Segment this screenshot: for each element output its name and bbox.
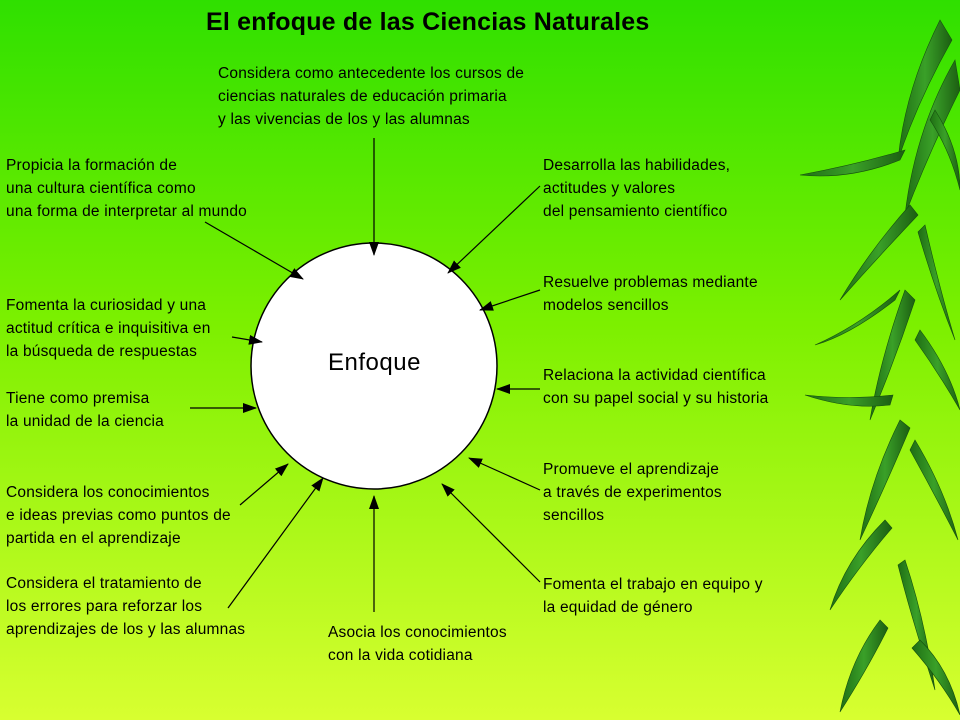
page-title: El enfoque de las Ciencias Naturales [206, 8, 650, 36]
arrow-left-4 [239, 463, 289, 506]
node-top: Considera como antecedente los cursos de… [218, 65, 525, 128]
node-left-4: Considera los conocimientos e ideas prev… [6, 484, 231, 547]
arrow-left-1 [204, 221, 304, 280]
center-label: Enfoque [328, 349, 421, 376]
node-left-1: Propicia la formación de una cultura cie… [6, 157, 247, 220]
node-right-3: Relaciona la actividad científica con su… [543, 367, 769, 407]
arrow-right-1 [447, 185, 541, 274]
node-bottom: Asocia los conocimientos con la vida cot… [328, 624, 507, 664]
bamboo-decoration [799, 19, 960, 716]
node-left-5: Considera el tratamiento de los errores … [6, 575, 246, 638]
node-left-3: Tiene como premisa la unidad de la cienc… [6, 390, 164, 430]
node-right-1: Desarrolla las habilidades, actitudes y … [543, 157, 731, 220]
arrow-right-4 [468, 457, 541, 491]
node-left-2: Fomenta la curiosidad y una actitud crít… [6, 297, 211, 360]
arrow-left-5 [227, 477, 324, 609]
node-right-5: Fomenta el trabajo en equipo y la equida… [543, 576, 763, 616]
node-right-2: Resuelve problemas mediante modelos senc… [543, 274, 758, 314]
arrow-right-5 [441, 483, 541, 583]
arrows [190, 138, 541, 612]
arrow-right-2 [479, 289, 541, 311]
arrow-left-2 [231, 334, 263, 345]
node-right-4: Promueve el aprendizaje a través de expe… [543, 461, 722, 524]
